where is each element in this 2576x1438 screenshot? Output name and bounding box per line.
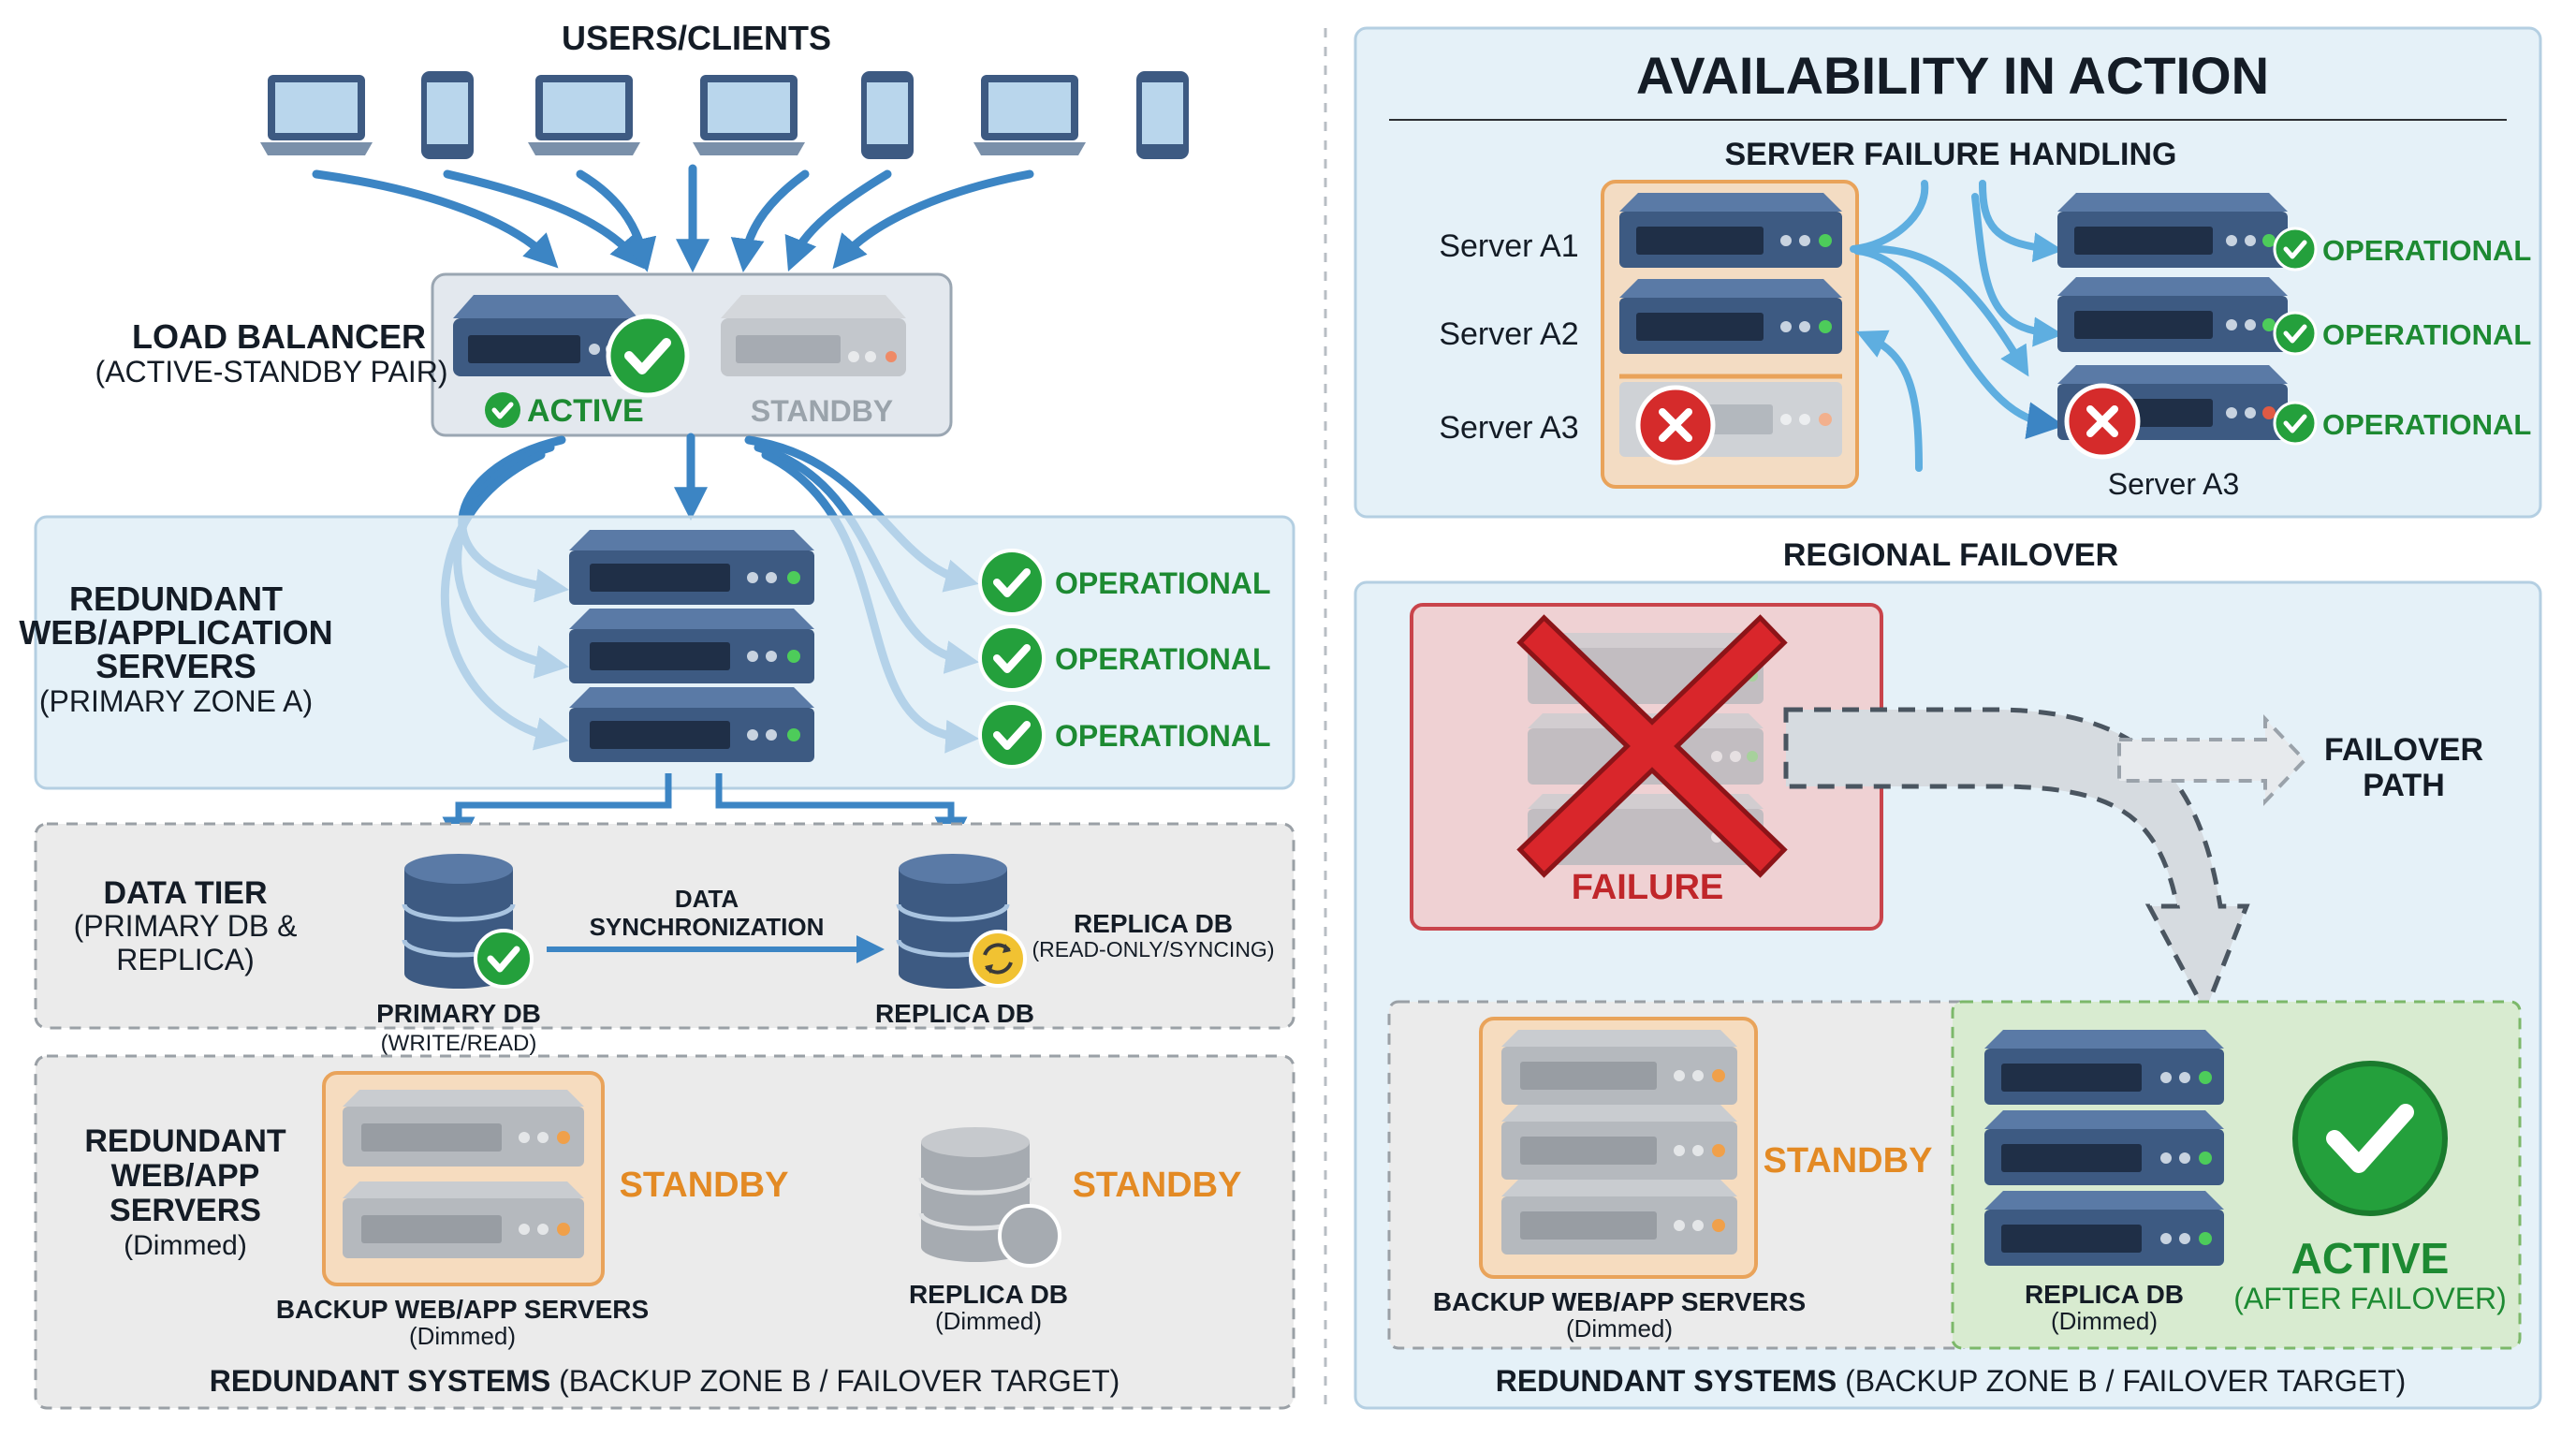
web-tier-title-3: SERVERS [95, 647, 256, 685]
healthy-server-stack [2057, 193, 2288, 440]
standby-label: STANDBY [1764, 1141, 1933, 1181]
failover-path-arrow [1783, 707, 2307, 1017]
redundant-title-3: SERVERS [110, 1193, 261, 1228]
active-label: ACTIVE [527, 393, 644, 429]
standby-label: STANDBY [1073, 1166, 1242, 1205]
replica-db-dimmed-badge [998, 1204, 1061, 1268]
web-tier-subtitle: (PRIMARY ZONE A) [39, 684, 313, 718]
x-circle-icon [1635, 385, 1716, 465]
sync-icon [969, 930, 1027, 988]
laptop-icon [693, 75, 805, 155]
phone-icon [861, 71, 914, 159]
standby-load-balancer [721, 295, 906, 376]
replica-db-dimmed-label: REPLICA DB [909, 1280, 1068, 1309]
x-circle-icon [2064, 383, 2141, 460]
failover-path-label-2: PATH [2363, 768, 2445, 803]
laptop-icon [528, 75, 640, 155]
backup-servers-sub: (Dimmed) [409, 1322, 516, 1350]
laptop-icon [260, 75, 373, 155]
load-balancer-subtitle: (ACTIVE-STANDBY PAIR) [95, 355, 448, 389]
replica-db-label-right: REPLICA DB [2025, 1280, 2184, 1309]
backup-server-stack [343, 1090, 584, 1258]
client-devices [260, 71, 1189, 159]
check-circle-icon [2273, 227, 2318, 271]
check-circle-icon [2273, 311, 2318, 356]
failover-routing-arrows [1850, 180, 2065, 472]
server-failure-title: SERVER FAILURE HANDLING [1725, 137, 2177, 172]
operational-label: OPERATIONAL [2322, 318, 2531, 351]
redundant-title-2: WEB/APP [111, 1158, 260, 1194]
web-tier-title-1: REDUNDANT [69, 580, 283, 618]
operational-label: OPERATIONAL [2322, 234, 2531, 267]
check-circle-icon [474, 929, 534, 989]
web-server-stack [569, 530, 814, 762]
check-circle-icon [978, 549, 1046, 616]
primary-db-sub: (WRITE/READ) [381, 1031, 537, 1056]
check-circle-icon [2292, 1061, 2448, 1216]
standby-label: STANDBY [620, 1166, 789, 1205]
redundant-systems-footer-right: REDUNDANT SYSTEMS (BACKUP ZONE B / FAILO… [1496, 1364, 2407, 1398]
web-tier-title-2: WEB/APPLICATION [19, 613, 332, 652]
active-after-failover-label: ACTIVE [2291, 1234, 2450, 1283]
operational-label: OPERATIONAL [1055, 719, 1271, 753]
standby-label: STANDBY [751, 394, 893, 428]
check-circle-icon [2273, 401, 2318, 446]
regional-failover-title: REGIONAL FAILOVER [1783, 537, 2118, 573]
data-tier-title: DATA TIER [103, 875, 267, 911]
failover-path-label-1: FAILOVER [2324, 732, 2483, 768]
laptop-icon [973, 75, 1086, 155]
active-replica-stack [1984, 1030, 2224, 1266]
check-circle-icon [978, 624, 1046, 692]
data-tier-subtitle-1: (PRIMARY DB & [74, 909, 298, 943]
availability-title: AVAILABILITY IN ACTION [1636, 46, 2269, 105]
replica-db-side-sub: (READ-ONLY/SYNCING) [1032, 937, 1275, 961]
active-after-failover-sub: (AFTER FAILOVER) [2233, 1282, 2507, 1315]
web-to-db-arrows [442, 773, 968, 850]
replica-db-side-label: REPLICA DB [1074, 909, 1233, 938]
redundant-systems-footer: REDUNDANT SYSTEMS (BACKUP ZONE B / FAILO… [210, 1364, 1120, 1398]
primary-db-label: PRIMARY DB [376, 999, 541, 1028]
failure-label: FAILURE [1572, 868, 1724, 907]
phone-icon [421, 71, 474, 159]
users-clients-title: USERS/CLIENTS [562, 19, 831, 57]
server-label-a2: Server A2 [1439, 316, 1578, 352]
backup-server-stack-right [1501, 1030, 1737, 1255]
phone-icon [1136, 71, 1189, 159]
backup-servers-sub-right: (Dimmed) [1566, 1314, 1673, 1343]
redundant-subtitle: (Dimmed) [124, 1230, 247, 1261]
replica-db-label: REPLICA DB [875, 999, 1034, 1028]
check-circle-icon [485, 392, 520, 428]
server-label-a3: Server A3 [1439, 410, 1578, 446]
backup-servers-label: BACKUP WEB/APP SERVERS [276, 1295, 649, 1324]
sync-label-1: DATA [675, 885, 739, 913]
data-tier-subtitle-2: REPLICA) [116, 943, 255, 976]
replica-db-sub-right: (Dimmed) [2051, 1307, 2158, 1335]
backup-servers-label-right: BACKUP WEB/APP SERVERS [1433, 1287, 1806, 1316]
server-a3-bottom-label: Server A3 [2108, 467, 2240, 501]
server-label-a1: Server A1 [1439, 228, 1578, 264]
client-arrows [312, 164, 1034, 273]
sync-label-2: SYNCHRONIZATION [590, 913, 825, 941]
check-circle-icon [606, 314, 690, 398]
operational-label: OPERATIONAL [2322, 408, 2531, 441]
large-x-icon [1516, 614, 1788, 878]
check-circle-icon [978, 701, 1046, 769]
operational-label: OPERATIONAL [1055, 566, 1271, 600]
load-balancer-title: LOAD BALANCER [132, 317, 426, 356]
redundant-title-1: REDUNDANT [84, 1123, 286, 1159]
replica-db-dimmed-sub: (Dimmed) [935, 1307, 1042, 1335]
operational-label: OPERATIONAL [1055, 642, 1271, 676]
